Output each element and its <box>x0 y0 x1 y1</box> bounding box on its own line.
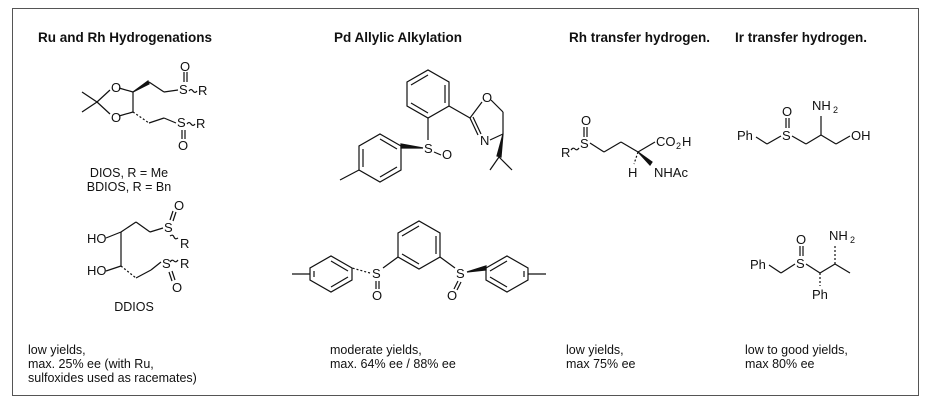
atom-o: O <box>796 232 806 247</box>
atom-r: R <box>198 83 207 98</box>
atom-r: R <box>180 256 189 271</box>
atom-r: R <box>196 116 205 131</box>
atom-s: S <box>164 220 173 235</box>
atom-co: CO <box>656 134 676 149</box>
atom-h: H <box>628 165 637 180</box>
structure-amino-alcohol-sulfoxide: Ph S O NH 2 OH <box>737 98 871 145</box>
atom-ph: Ph <box>812 287 828 302</box>
atom-o: O <box>782 104 792 119</box>
atom-r: R <box>561 145 570 160</box>
atom-ho: HO <box>87 231 107 246</box>
atom-o: O <box>482 90 492 105</box>
atom-nhac: NHAc <box>654 165 688 180</box>
label-dios-bdios: DIOS, R = Me BDIOS, R = Bn <box>86 166 172 194</box>
caption-ir-transfer: low to good yields, max 80% ee <box>745 343 848 371</box>
figure-frame <box>12 8 919 396</box>
atom-o: O <box>372 288 382 303</box>
atom-s: S <box>424 141 433 156</box>
atom-ho: HO <box>87 263 107 278</box>
atom-s: S <box>162 256 171 271</box>
structure-bis-sulfoxide: S O S O <box>292 220 546 303</box>
atom-s: S <box>177 115 186 130</box>
atom-s: S <box>580 136 589 151</box>
structure-sulfinyl-oxazoline: O N S O <box>339 69 513 183</box>
label-ddios: DDIOS <box>114 300 154 314</box>
header-rh-transfer-hydrogenation: Rh transfer hydrogen. <box>569 30 711 45</box>
atom-s: S <box>179 82 188 97</box>
caption-ru-rh: low yields, max. 25% ee (with Ru, sulfox… <box>28 343 197 385</box>
atom-n: N <box>480 133 489 148</box>
subscript-2: 2 <box>850 235 855 245</box>
atom-o: O <box>111 80 121 95</box>
atom-h: H <box>682 134 691 149</box>
atom-o: O <box>111 110 121 125</box>
atom-o: O <box>172 280 182 295</box>
caption-pd: moderate yields, max. 64% ee / 88% ee <box>330 343 456 371</box>
atom-ph: Ph <box>750 257 766 272</box>
atom-s: S <box>782 128 791 143</box>
structure-ac-methionine-sulfoxide: R S O CO 2 H NHAc H <box>561 113 691 180</box>
caption-rh-transfer: low yields, max 75% ee <box>566 343 636 371</box>
atom-nh: NH <box>829 228 848 243</box>
subscript-2: 2 <box>676 141 681 151</box>
header-ir-transfer-hydrogenation: Ir transfer hydrogen. <box>735 30 868 45</box>
structure-dios: O O S O R S O R <box>81 59 207 153</box>
atom-o: O <box>178 138 188 153</box>
atom-o: O <box>180 59 190 74</box>
structure-amine-sulfoxide: Ph S O Ph NH 2 <box>750 228 855 302</box>
header-ru-rh-hydrogenations: Ru and Rh Hydrogenations <box>38 30 213 45</box>
structure-ddios: HO HO S O R S O R <box>87 198 189 295</box>
atom-ph: Ph <box>737 128 753 143</box>
atom-r: R <box>180 236 189 251</box>
atom-o: O <box>447 288 457 303</box>
atom-o: O <box>174 198 184 213</box>
atom-nh: NH <box>812 98 831 113</box>
atom-o: O <box>581 113 591 128</box>
subscript-2: 2 <box>833 105 838 115</box>
atom-o: O <box>442 147 452 162</box>
atom-s: S <box>796 256 805 271</box>
atom-s: S <box>372 266 381 281</box>
header-pd-allylic-alkylation: Pd Allylic Alkylation <box>334 30 463 45</box>
atom-oh: OH <box>851 128 871 143</box>
atom-s: S <box>456 266 465 281</box>
